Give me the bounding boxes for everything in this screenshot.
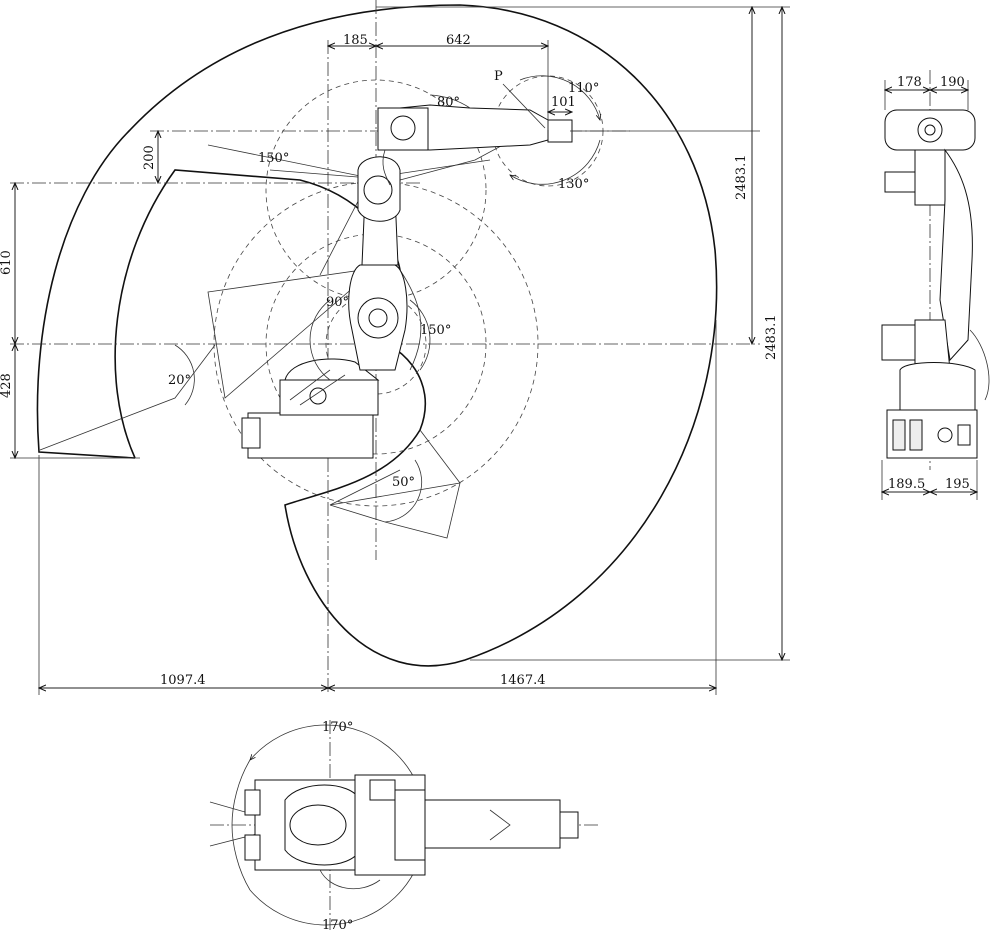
- angle-90: 90°: [326, 295, 349, 310]
- dim-642: 642: [446, 33, 471, 48]
- outer-envelope: [36, 4, 718, 667]
- dim-190: 190: [940, 75, 965, 90]
- angle-130: 130°: [558, 177, 589, 192]
- angle-150-mid: 150°: [420, 323, 451, 338]
- dim-101: 101: [551, 95, 576, 110]
- dim-428: 428: [0, 373, 14, 398]
- angle-170-bottom: 170°: [322, 918, 353, 932]
- dim-178: 178: [897, 75, 922, 90]
- dim-610: 610: [0, 250, 14, 275]
- robot-side-body: [241, 104, 573, 459]
- dim-1467-4: 1467.4: [500, 673, 546, 688]
- angle-20: 20°: [168, 373, 191, 388]
- front-view: 178 190 189.5 195: [882, 70, 990, 500]
- dim-2483-total: 2483.1: [764, 315, 779, 361]
- dim-2483-upper: 2483.1: [734, 155, 749, 201]
- dim-189-5: 189.5: [888, 477, 925, 492]
- dim-1097-4: 1097.4: [160, 673, 206, 688]
- side-view: 185 642 P 101 2483.1 2483.1 200 610 428 …: [0, 0, 790, 695]
- dim-195: 195: [945, 477, 970, 492]
- angle-50: 50°: [392, 475, 415, 490]
- dim-200: 200: [142, 145, 157, 170]
- point-p-label: P: [494, 69, 503, 84]
- angle-80: 80°: [437, 95, 460, 110]
- dim-185: 185: [343, 33, 368, 48]
- angle-170-top: 170°: [322, 720, 353, 735]
- angle-150-top: 150°: [258, 151, 289, 166]
- angle-110: 110°: [568, 81, 599, 96]
- top-view: 170° 170°: [209, 720, 600, 932]
